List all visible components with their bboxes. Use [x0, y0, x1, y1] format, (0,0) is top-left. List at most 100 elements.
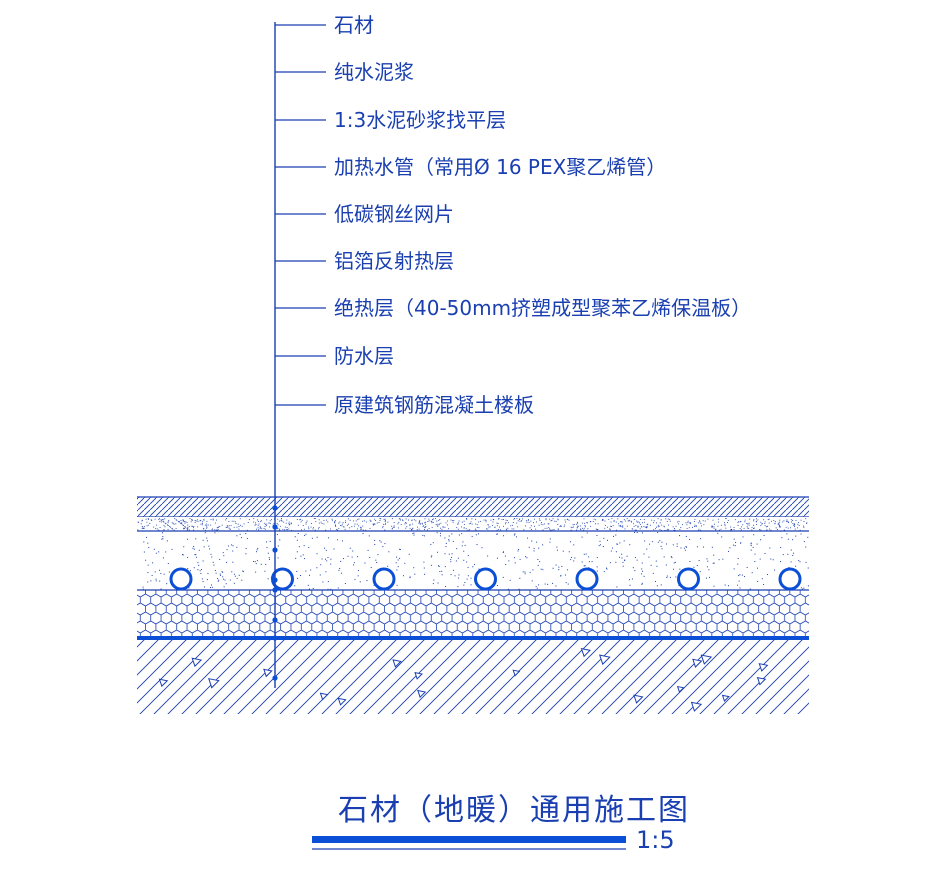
stipple-dot — [213, 564, 215, 566]
stipple-dot — [800, 533, 802, 535]
stipple-dot — [546, 527, 548, 529]
stipple-dot — [277, 527, 279, 529]
stipple-dot — [558, 528, 560, 530]
stipple-dot — [432, 542, 434, 544]
stipple-dot — [305, 570, 307, 572]
stipple-dot — [413, 519, 415, 521]
stipple-dot — [690, 522, 691, 524]
stipple-dot — [525, 525, 526, 527]
stipple-dot — [621, 557, 623, 559]
stipple-dot — [624, 559, 626, 561]
stipple-dot — [205, 529, 207, 531]
stipple-dot — [581, 522, 583, 524]
leader-marker-dot — [272, 505, 278, 511]
stipple-dot — [431, 526, 433, 528]
stipple-dot — [723, 522, 725, 524]
stipple-dot — [519, 520, 521, 522]
stipple-dot — [692, 526, 694, 528]
stipple-dot — [725, 527, 727, 529]
stipple-dot — [241, 579, 243, 581]
stipple-dot — [286, 527, 288, 528]
stipple-dot — [466, 578, 468, 580]
stipple-dot — [519, 577, 521, 579]
stipple-dot — [148, 547, 150, 549]
stipple-dot — [453, 520, 455, 521]
stipple-dot — [301, 519, 303, 521]
stipple-dot — [795, 535, 797, 537]
stipple-dot — [187, 568, 189, 570]
stipple-dot — [463, 550, 465, 552]
stipple-dot — [257, 524, 259, 526]
stipple-dot — [259, 526, 261, 528]
stipple-dot — [713, 585, 715, 587]
stipple-dot — [148, 518, 149, 520]
stipple-dot — [391, 528, 393, 530]
stipple-dot — [755, 521, 757, 523]
stipple-dot — [676, 543, 678, 545]
stipple-dot — [173, 523, 175, 525]
stipple-dot — [715, 529, 717, 531]
stipple-dot — [624, 528, 626, 530]
stipple-dot — [362, 520, 364, 522]
stipple-dot — [554, 520, 556, 522]
stipple-dot — [391, 525, 393, 527]
heating-pipe-icon — [271, 567, 294, 591]
stipple-dot — [552, 529, 554, 531]
stipple-dot — [296, 570, 298, 572]
stipple-dot — [266, 546, 268, 548]
stipple-dot — [583, 565, 585, 567]
stipple-dot — [617, 523, 619, 525]
stipple-dot — [592, 521, 594, 522]
stipple-dot — [641, 582, 643, 584]
stipple-dot — [423, 525, 425, 527]
stipple-dot — [314, 518, 316, 519]
aggregate-mark — [414, 671, 424, 680]
stipple-dot — [604, 525, 606, 526]
stipple-dot — [601, 520, 603, 521]
stipple-dot — [748, 522, 750, 524]
stipple-dot — [538, 584, 540, 586]
stipple-dot — [367, 549, 369, 551]
stipple-dot — [490, 519, 492, 521]
stipple-dot — [779, 519, 781, 521]
stipple-dot — [447, 528, 449, 530]
stipple-dot — [506, 529, 508, 531]
stipple-dot — [567, 519, 569, 520]
stipple-dot — [542, 544, 544, 546]
stipple-dot — [759, 558, 761, 560]
stipple-dot — [144, 526, 146, 528]
stipple-dot — [631, 521, 632, 523]
stipple-dot — [611, 526, 612, 527]
stipple-dot — [457, 557, 459, 559]
stipple-dot — [793, 552, 795, 554]
stipple-dot — [713, 527, 715, 529]
stipple-dot — [648, 556, 650, 558]
stipple-dot — [738, 580, 740, 582]
stipple-dot — [478, 527, 480, 529]
stipple-dot — [632, 528, 634, 530]
stipple-dot — [646, 524, 648, 526]
stipple-dot — [325, 549, 327, 551]
stipple-dot — [750, 543, 752, 545]
stipple-dot — [798, 560, 800, 562]
stipple-dot — [424, 526, 426, 528]
stipple-dot — [666, 520, 668, 522]
heating-pipe-icon — [575, 567, 599, 591]
stipple-dot — [602, 519, 604, 521]
stipple-dot — [463, 527, 465, 529]
stipple-dot — [649, 524, 651, 526]
stipple-dot — [188, 529, 190, 531]
stipple-dot — [315, 521, 317, 523]
stipple-dot — [384, 521, 386, 523]
stipple-dot — [299, 519, 301, 521]
stipple-dot — [700, 529, 702, 531]
stipple-dot — [734, 519, 736, 521]
stipple-dot — [483, 519, 485, 521]
stipple-dot — [761, 578, 763, 580]
stipple-dot — [619, 556, 621, 558]
stipple-dot — [365, 529, 367, 531]
stipple-dot — [537, 558, 539, 560]
stipple-dot — [326, 560, 328, 562]
stipple-dot — [478, 568, 480, 570]
stipple-dot — [424, 522, 426, 524]
